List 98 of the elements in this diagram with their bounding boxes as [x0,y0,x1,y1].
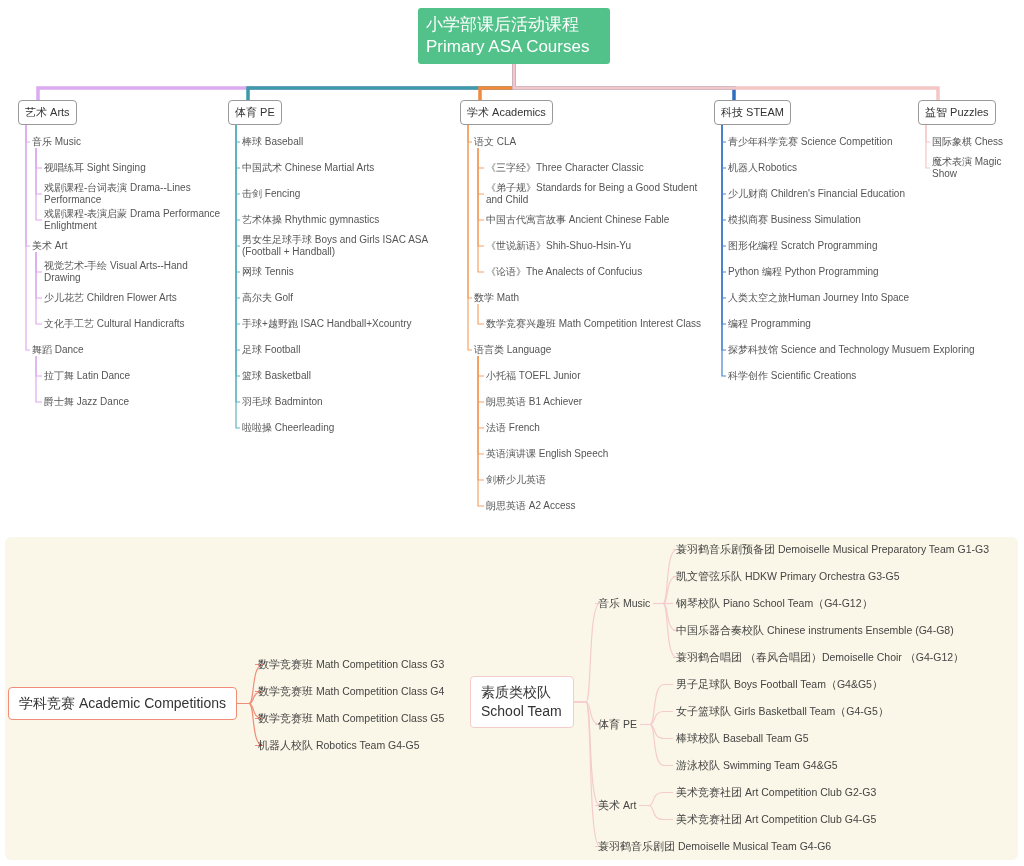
topic-label: 艺术体操 Rhythmic gymnastics [242,214,380,226]
topic-label: 图形化编程 Scratch Programming [728,240,878,252]
topic-label: 蓑羽鹤音乐剧团 Demoiselle Musical Team G4-G6 [598,839,832,853]
title-box [418,8,610,64]
topic-label: 男女生足球手球 Boys and Girls ISAC ASA (Football + Handball) [242,234,456,258]
topic-label: 手球+越野跑 ISAC Handball+Xcountry [242,318,412,330]
topic-label: 音乐 Music [598,596,651,610]
topic-label: 女子篮球队 Girls Basketball Team（G4-G5） [676,704,889,718]
branch-line [467,124,473,351]
topic-label: 棒球校队 Baseball Team G5 [676,731,809,745]
topic-label: 网球 Tennis [242,266,294,278]
topic-label: 英语演讲课 English Speech [486,448,609,460]
category-box [714,100,791,125]
topic-label: 舞蹈 Dance [32,344,84,356]
topic-text: 学术 Academics [467,106,546,118]
topic-label: 探梦科技馆 Science and Technology Musuem Exploring [728,344,975,356]
topic-label: 国际象棋 Chess [932,136,1004,148]
topic-label: 男子足球队 Boys Football Team（G4&G5） [676,677,883,691]
topic-label: 戏剧课程-台词表演 Drama--Lines Performance [44,182,223,206]
topic-label: 小托福 TOEFL Junior [486,370,581,382]
topic-label: 数学竞赛兴趣班 Math Competition Interest Class [486,318,702,330]
topic-label: 钢琴校队 Piano School Team（G4-G12） [676,596,873,610]
topic-label: 少儿花艺 Children Flower Arts [44,292,177,304]
topic-label: Python 编程 Python Programming [728,266,879,278]
topic-label: 语言类 Language [474,344,552,356]
topic-label: 模拟商赛 Business Simulation [728,214,861,226]
topic-label: 游泳校队 Swimming Team G4&G5 [676,758,838,772]
branch-line [477,355,485,507]
topic-label: 魔术表演 Magic Show [932,156,1022,180]
branch-line [573,701,601,848]
topic-label: 《世说新语》Shih-Shuo-Hsin-Yu [486,240,632,252]
topic-label: 科学创作 Scientific Creations [728,370,857,382]
topic-label: 少儿财商 Children's Financial Education [728,188,905,200]
branch-line [477,147,485,273]
topic-label: 音乐 Music [32,136,81,148]
category-box [460,100,553,125]
topic-label: 语文 CLA [474,136,517,148]
category-box [918,100,996,125]
topic-box [470,676,574,728]
topic-label: 法语 French [486,422,540,434]
topic-label: 机器人Robotics [728,162,797,174]
topic-label: 美术 Art [598,799,637,812]
topic-label: 羽毛球 Badminton [242,396,323,408]
branch-line [638,804,674,821]
topic-text: 素质类校队 School Team [481,684,562,719]
branch-line [35,355,43,403]
topic-label: 中国乐器合奏校队 Chinese instruments Ensemble (G4-G8) [676,623,954,637]
topic-box [8,686,237,720]
branch-line [35,147,43,221]
topic-label: 青少年科学竞赛 Science Competition [728,136,893,148]
topic-label: 视觉艺术-手绘 Visual Arts--Hand Drawing [44,260,223,284]
topic-label: 数学竞赛班 Math Competition Class G4 [258,684,445,698]
topic-label: 机器人校队 Robotics Team G4-G5 [258,738,420,752]
topic-text: 益智 Puzzles [925,106,989,118]
topic-label: 棒球 Baseball [242,136,304,148]
topic-label: 啦啦操 Cheerleading [242,422,335,434]
topic-text: 艺术 Arts [25,106,70,118]
topic-label: 戏剧课程-表演启蒙 Drama Performance Enlightment [44,208,223,232]
category-box [18,100,77,125]
topic-label: 《论语》The Analects of Confucius [486,266,643,278]
topic-label: 数学 Math [474,292,519,304]
topic-label: 美术 Art [32,240,68,252]
topic-label: 中国古代寓言故事 Ancient Chinese Fable [486,214,670,226]
branch-line [639,723,674,767]
topic-text: 体育 PE [235,106,275,118]
topic-label: 凯文管弦乐队 HDKW Primary Orchestra G3-G5 [676,569,900,583]
topic-label: 爵士舞 Jazz Dance [44,396,130,408]
topic-label: 数学竞赛班 Math Competition Class G5 [258,711,445,725]
topic-label: 文化手工艺 Cultural Handicrafts [44,318,185,330]
topic-label: 人类太空之旅Human Journey Into Space [728,292,910,304]
topic-label: 高尔夫 Golf [242,292,294,304]
topic-text: 科技 STEAM [721,106,784,118]
topic-label: 美术竞赛社团 Art Competition Club G4-G5 [676,812,877,826]
topic-text: 学科竞赛 Academic Competitions [19,694,226,711]
branch-line [652,602,678,659]
topic-label: 《弟子规》Standards for Being a Good Student and Child [486,182,712,206]
topic-label: 美术竞赛社团 Art Competition Club G2-G3 [676,785,877,799]
topic-label: 朗思英语 A2 Access [486,500,576,512]
topic-label: 蓑羽鹤音乐剧预备团 Demoiselle Musical Preparatory Team G1-G3 [676,542,989,556]
topic-label: 视唱练耳 Sight Singing [44,162,146,174]
topic-label: 数学竞赛班 Math Competition Class G3 [258,657,445,671]
topic-label: 中国武术 Chinese Martial Arts [242,162,375,174]
category-box [228,100,282,125]
branch-line [35,251,43,325]
title-text: 小学部课后活动课程 Primary ASA Courses [426,15,590,56]
topic-label: 篮球 Basketball [242,370,311,382]
topic-label: 《三字经》Three Character Classic [486,162,644,174]
topic-label: 蓑羽鹤合唱团 （春风合唱团）Demoiselle Choir （G4-G12） [676,650,965,664]
topic-label: 编程 Programming [728,318,811,330]
topic-label: 击剑 Fencing [242,188,301,200]
branch-line [477,303,485,325]
topic-label: 体育 PE [598,718,637,731]
topic-label: 足球 Football [242,344,301,356]
branch-line [925,124,931,169]
topic-label: 拉丁舞 Latin Dance [44,370,131,382]
topic-label: 朗思英语 B1 Achiever [486,396,583,408]
branch-line [25,124,31,351]
topic-label: 剑桥少儿英语 [486,474,546,486]
